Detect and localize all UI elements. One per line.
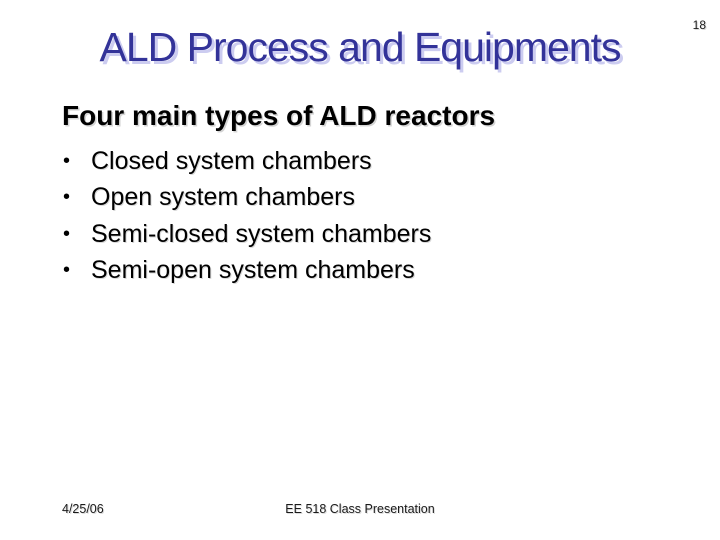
list-item: • Closed system chambers	[63, 143, 431, 180]
slide-title: ALD Process and Equipments	[99, 24, 622, 70]
bullet-icon: •	[63, 259, 71, 282]
footer-text: EE 518 Class Presentation	[285, 502, 435, 516]
bullet-icon: •	[63, 186, 71, 209]
bullet-icon: •	[63, 149, 71, 172]
list-item: • Semi-closed system chambers	[63, 216, 431, 253]
page-number: 18	[692, 18, 706, 32]
bullet-icon: •	[63, 222, 71, 245]
bullet-text: Semi-open system chambers	[91, 256, 415, 285]
list-item: • Semi-open system chambers	[63, 253, 431, 290]
section-heading: Four main types of ALD reactors	[62, 100, 496, 131]
list-item: • Open system chambers	[63, 180, 431, 217]
bullet-text: Open system chambers	[91, 183, 355, 212]
bullet-text: Closed system chambers	[91, 146, 372, 175]
bullet-text: Semi-closed system chambers	[91, 219, 432, 248]
bullet-list: • Closed system chambers • Open system c…	[63, 143, 431, 289]
footer-date: 4/25/06	[62, 502, 104, 516]
